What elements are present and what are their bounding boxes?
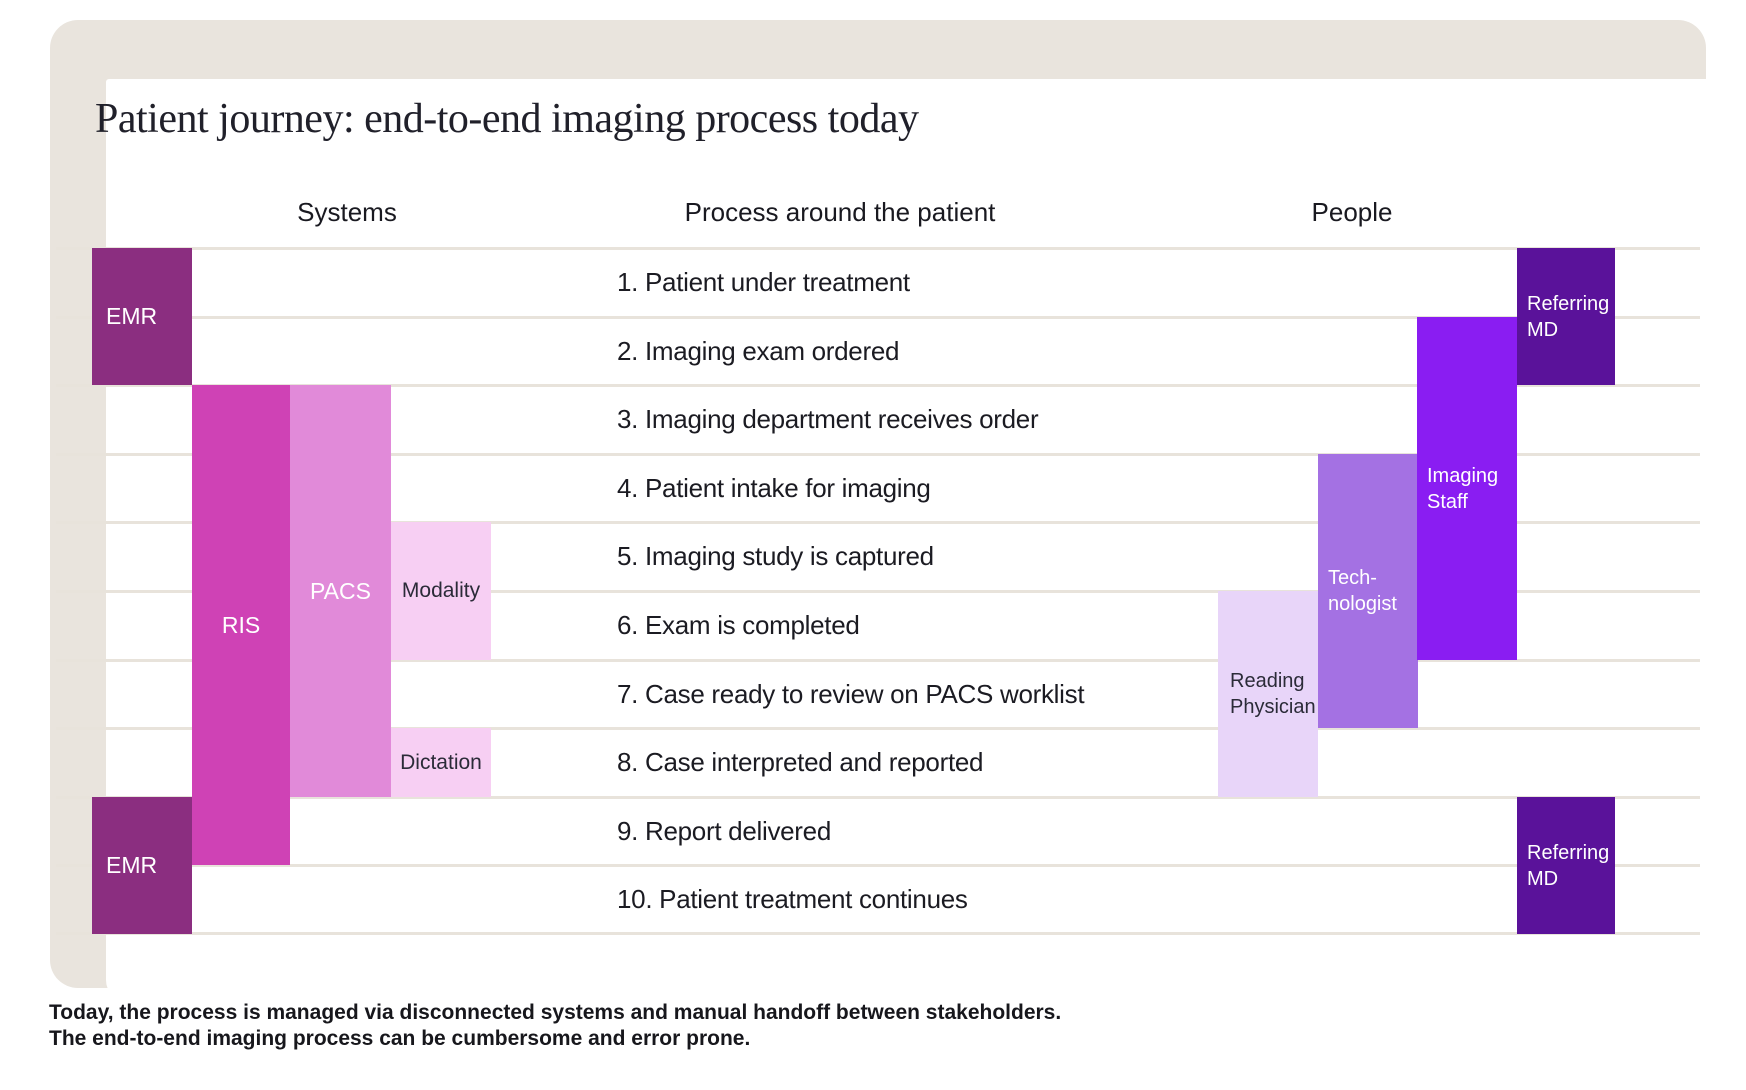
system-block-modality: Modality <box>391 522 491 660</box>
system-block-label: RIS <box>221 611 261 638</box>
people-block-label-line: Reading <box>1230 670 1305 692</box>
people-block-referring-md-top: Referring MD <box>1517 248 1615 385</box>
system-block-label: Dictation <box>400 750 482 774</box>
row-divider <box>56 247 1700 250</box>
system-block-label: EMR <box>106 303 158 329</box>
people-block-label-line: MD <box>1527 318 1559 341</box>
process-step-8: 8. Case interpreted and reported <box>617 747 984 777</box>
system-block-label: PACS <box>310 577 371 604</box>
process-step-7: 7. Case ready to review on PACS worklist <box>617 678 1085 709</box>
footer-caption: Today, the process is managed via discon… <box>49 1000 1061 1052</box>
column-header-process: Process around the patient <box>684 197 996 227</box>
system-block-label: EMR <box>106 852 158 878</box>
system-block-emr-bottom: EMR <box>92 797 192 934</box>
people-block-label-line: Referring <box>1527 841 1610 864</box>
row-divider <box>56 384 1700 387</box>
row-divider <box>56 453 1700 456</box>
row-divider <box>56 521 1700 524</box>
process-step-2: 2. Imaging exam ordered <box>617 335 900 366</box>
column-header-systems: Systems <box>297 197 397 227</box>
row-divider <box>56 659 1700 662</box>
row-divider <box>56 590 1700 593</box>
people-block-technologist: Tech- nologist <box>1318 454 1418 728</box>
people-block-referring-md-bottom: Referring MD <box>1517 797 1615 934</box>
people-block-label-line: Referring <box>1527 292 1610 315</box>
row-divider <box>56 864 1700 867</box>
people-block-label-line: MD <box>1527 867 1559 890</box>
row-divider <box>56 932 1700 935</box>
row-divider <box>56 316 1700 319</box>
people-block-reading-physician: Reading Physician <box>1218 591 1318 797</box>
process-step-3: 3. Imaging department receives order <box>617 404 1039 434</box>
page-title: Patient journey: end-to-end imaging proc… <box>95 96 919 142</box>
row-divider <box>56 796 1700 799</box>
row-divider <box>56 727 1700 730</box>
process-step-4: 4. Patient intake for imaging <box>617 472 931 503</box>
column-header-people: People <box>1311 197 1393 227</box>
footer-line-1: Today, the process is managed via discon… <box>49 1001 1062 1024</box>
process-step-6: 6. Exam is completed <box>617 610 860 640</box>
people-block-label-line: nologist <box>1328 593 1397 615</box>
people-block-label-line: Tech- <box>1328 567 1377 589</box>
process-step-10: 10. Patient treatment continues <box>617 884 968 914</box>
system-block-ris: RIS <box>192 385 290 865</box>
system-block-emr-top: EMR <box>92 248 192 385</box>
system-block-label: Modality <box>401 579 481 602</box>
footer-line-2: The end-to-end imaging process can be cu… <box>49 1027 751 1050</box>
people-block-label-line: Physician <box>1230 696 1316 718</box>
people-block-imaging-staff: Imaging Staff <box>1417 317 1517 660</box>
system-block-dictation: Dictation <box>391 728 491 797</box>
people-block-label-line: Imaging <box>1427 464 1499 487</box>
system-block-pacs: PACS <box>290 385 391 797</box>
process-step-1: 1. Patient under treatment <box>617 267 910 297</box>
process-step-9: 9. Report delivered <box>617 815 831 846</box>
people-block-label-line: Staff <box>1427 490 1468 513</box>
process-step-5: 5. Imaging study is captured <box>617 541 934 571</box>
